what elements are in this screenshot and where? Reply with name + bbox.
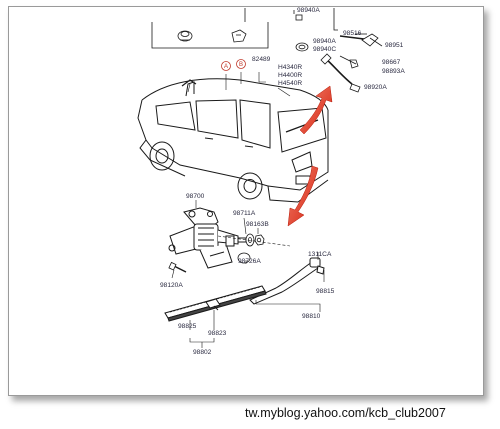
label-H4400R: H4400R	[278, 72, 302, 79]
label-H4340R: H4340R	[278, 64, 302, 71]
label-98516: 98516	[343, 30, 362, 37]
label-98163B: 98163B	[246, 221, 269, 228]
label-1311CA: 1311CA	[308, 251, 332, 258]
wiper-blade	[164, 285, 267, 322]
callout-a: A	[221, 61, 231, 71]
label-H4540R: H4540R	[278, 80, 302, 87]
label-82489: 82489	[252, 56, 271, 63]
nozzle-icon	[361, 33, 383, 47]
label-98726A: 98726A	[238, 258, 261, 265]
callout-b: B	[236, 59, 246, 69]
leader-lines	[187, 72, 291, 97]
washer-icon	[245, 233, 255, 247]
vehicle-outline	[137, 78, 329, 203]
clip-icon	[177, 30, 193, 42]
label-98940C: 98940C	[313, 46, 336, 53]
part-labels: 98940A 98940A 98940C 98516 98951 98667 9…	[160, 7, 405, 356]
label-98815: 98815	[316, 288, 335, 295]
label-98951: 98951	[385, 42, 404, 49]
nut-icon	[254, 234, 265, 246]
watermark-url: tw.myblog.yahoo.com/kcb_club2007	[245, 406, 446, 420]
wiper-arm	[249, 252, 325, 305]
callout-b-label: B	[239, 62, 243, 68]
label-98823: 98823	[208, 330, 227, 337]
wiper-motor	[168, 207, 247, 269]
arrow-down-icon	[287, 165, 319, 227]
top-left-parts-box	[151, 8, 269, 49]
cap-icon	[237, 252, 251, 264]
label-98667: 98667	[382, 59, 401, 66]
label-98120A: 98120A	[160, 282, 183, 289]
label-98940A-main: 98940A	[313, 38, 336, 45]
label-98700: 98700	[186, 193, 205, 200]
diagram-frame	[8, 6, 484, 396]
blade-leader-lines	[189, 300, 321, 348]
motor-leader-lines	[171, 200, 291, 279]
grommet-icon	[231, 29, 247, 43]
label-98711A: 98711A	[233, 210, 256, 217]
label-98920A: 98920A	[364, 84, 387, 91]
label-98825: 98825	[178, 323, 197, 330]
arm-cap-icon	[316, 265, 325, 275]
label-98810: 98810	[302, 313, 321, 320]
arrow-up-icon	[299, 85, 333, 135]
grommet-icon	[295, 42, 309, 52]
label-98893A: 98893A	[382, 68, 405, 75]
bolt-icon	[168, 261, 187, 273]
callout-a-label: A	[224, 64, 228, 70]
washer-hose-assembly	[293, 8, 383, 93]
label-98940A: 98940A	[297, 7, 320, 14]
label-98802: 98802	[193, 349, 212, 356]
